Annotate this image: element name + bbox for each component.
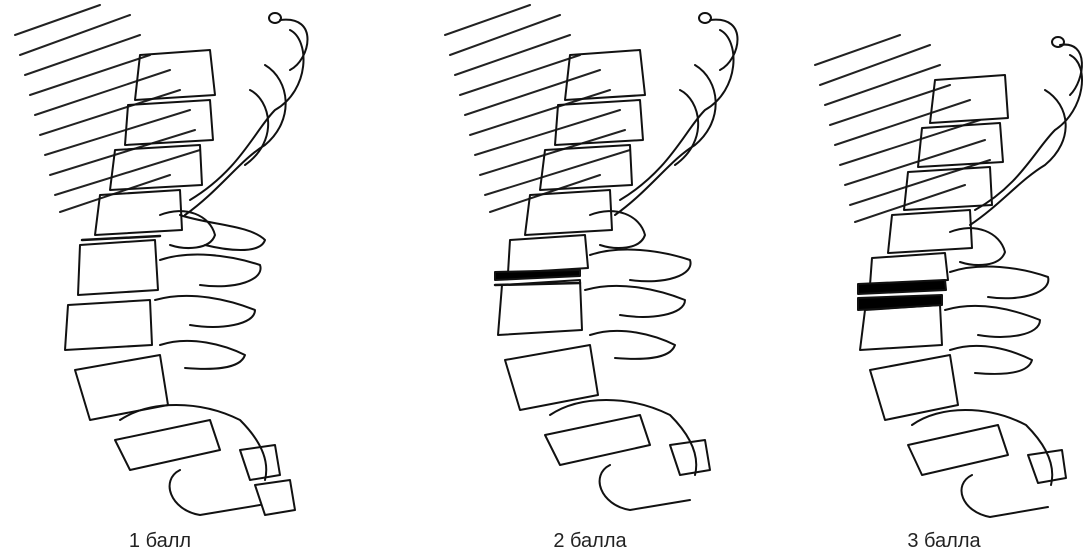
spine-drawing-3	[800, 0, 1088, 525]
spine-figure-2: 2 балла	[440, 0, 740, 560]
spine-drawing-1	[10, 0, 310, 525]
caption: 3 балла	[800, 530, 1088, 553]
caption: 2 балла	[440, 530, 740, 553]
spine-drawing-2	[440, 0, 740, 525]
spine-figure-1: 1 балл	[10, 0, 310, 560]
shadow-hatching	[815, 35, 990, 222]
caption: 1 балл	[10, 530, 310, 553]
shadow-hatching	[15, 5, 200, 212]
shadow-hatching	[445, 5, 630, 212]
spine-figure-3: 3 балла	[800, 0, 1088, 560]
